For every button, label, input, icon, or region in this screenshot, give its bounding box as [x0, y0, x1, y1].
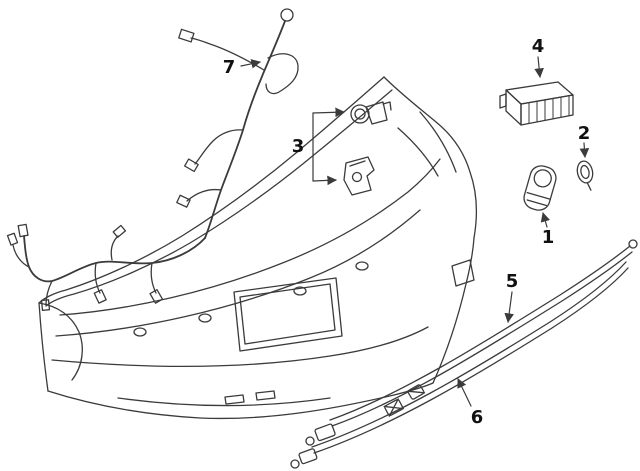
harness-connector — [184, 158, 199, 173]
callout-4[interactable]: 4 — [532, 36, 545, 57]
harness-branch — [194, 129, 244, 165]
license-plate-recess — [233, 277, 343, 352]
sensor-body — [523, 165, 557, 211]
diffuser-slot — [224, 394, 245, 405]
sensor-ring — [526, 192, 551, 200]
sensor-ring — [526, 199, 548, 207]
bumper-crease — [51, 326, 429, 367]
harness-connector — [6, 232, 19, 246]
harness-trunk — [204, 20, 286, 239]
strip-upper-line — [329, 245, 631, 421]
harness-loop — [265, 53, 299, 95]
harness-connector — [112, 224, 127, 238]
harness-branch — [150, 262, 157, 294]
strip-connector — [298, 448, 318, 465]
cap-outer — [576, 160, 594, 184]
bumper-left-edge — [38, 302, 49, 392]
leader-6 — [457, 378, 472, 407]
callout-labels: 1 2 3 4 5 6 7 — [223, 36, 591, 428]
harness-connector — [149, 289, 164, 304]
harness-branch — [45, 280, 53, 306]
bracket-edge — [349, 160, 366, 167]
diagram-artwork — [6, 8, 638, 469]
bumper-cover — [38, 76, 477, 420]
bumper-inner-structure — [419, 111, 457, 173]
park-sensor — [523, 165, 557, 211]
harness-connector — [176, 194, 191, 208]
harness-connector — [178, 28, 195, 43]
module-connector-tab — [499, 93, 507, 109]
callout-1[interactable]: 1 — [542, 227, 555, 248]
callout-2[interactable]: 2 — [578, 123, 591, 144]
cap-tab — [586, 182, 592, 191]
leader-1 — [540, 212, 550, 228]
bumper-right-lower-edge — [432, 237, 475, 384]
cap-inner — [580, 164, 590, 180]
bracket-hole — [351, 171, 363, 183]
strip-upper-line — [331, 251, 633, 427]
sensor-head-inner — [354, 108, 366, 120]
sensor-tab — [382, 101, 392, 111]
bumper-crease — [55, 209, 421, 337]
leader-3-top — [312, 107, 345, 118]
sensor-face — [533, 169, 552, 188]
bumper-crease — [59, 158, 441, 316]
diffuser-slot — [255, 390, 276, 401]
module-front-face — [520, 94, 574, 126]
harness-branch — [190, 37, 265, 71]
strip-clip — [406, 384, 426, 400]
bumper-inner-structure — [397, 127, 439, 177]
control-module — [499, 81, 574, 126]
mount-bracket — [343, 156, 375, 196]
leader-7 — [240, 59, 261, 69]
sensor-and-bracket — [343, 101, 392, 196]
callout-7[interactable]: 7 — [223, 57, 236, 78]
leader-4 — [534, 56, 544, 78]
callout-6[interactable]: 6 — [471, 407, 484, 428]
sensor-hole — [133, 327, 147, 337]
trim-strip — [305, 239, 638, 446]
callout-5[interactable]: 5 — [506, 271, 519, 292]
callout-3[interactable]: 3 — [292, 136, 305, 157]
bumper-top-rim — [38, 76, 385, 304]
harness-connector — [93, 289, 107, 304]
strip-lower-line — [311, 261, 627, 448]
bumper-bottom-edge — [47, 382, 434, 420]
sensor-hole — [293, 286, 307, 296]
sensor-cap — [576, 160, 594, 191]
strip-connector-ring — [290, 459, 300, 469]
sensor-hole — [198, 313, 212, 323]
bumper-inner-rim — [45, 89, 393, 307]
leader-2 — [579, 142, 590, 158]
bumper-side-detail — [451, 259, 475, 287]
bumper-right-upper-edge — [383, 76, 477, 239]
strip-connector-ring — [305, 436, 315, 446]
license-plate-recess-inner — [239, 283, 336, 345]
harness-branch — [110, 235, 119, 261]
bumper-diffuser-line — [117, 397, 331, 407]
strip-clip — [383, 398, 405, 417]
leader-3-bottom — [312, 175, 337, 186]
module-left-face — [505, 89, 522, 126]
harness-fan — [23, 235, 206, 283]
callout-leaders — [240, 56, 590, 407]
sensor-hole — [355, 261, 369, 271]
wiring-harness — [6, 8, 299, 311]
sensor-wiring-strip — [290, 261, 629, 469]
strip-lower-line — [313, 267, 629, 454]
strip-end-loop — [628, 239, 638, 249]
harness-connector — [280, 8, 294, 22]
harness-branch — [186, 188, 222, 202]
module-ribs — [528, 95, 570, 124]
wheel-arch — [38, 302, 83, 381]
strip-connector — [314, 423, 336, 442]
harness-branch — [12, 244, 30, 268]
leader-5 — [504, 291, 514, 323]
sensor-housing — [365, 101, 388, 125]
harness-connector — [17, 223, 29, 238]
